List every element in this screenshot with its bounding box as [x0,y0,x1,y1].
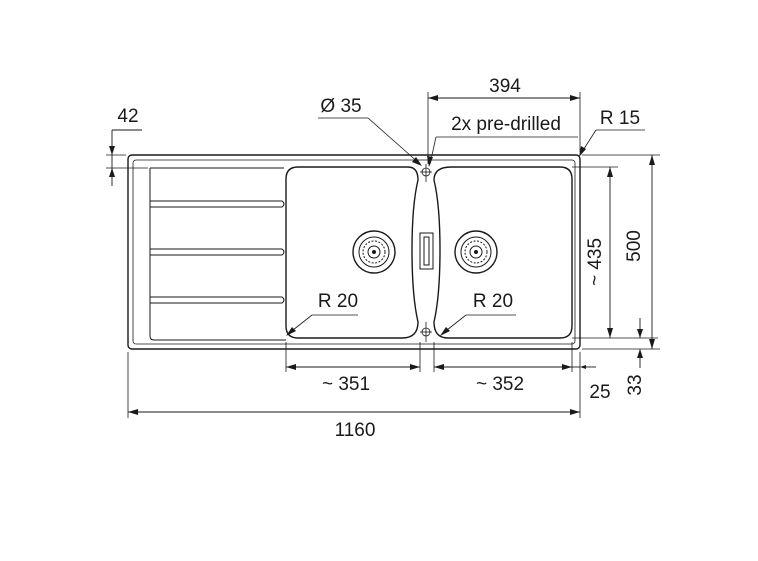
dim-435-label: ~ 435 [585,238,606,286]
dim-42-label: 42 [117,106,138,127]
bowl-r20-left-label: R 20 [318,291,358,312]
dim-352-label: ~ 352 [476,374,524,395]
dimension-overall-width: 1160 [128,409,580,441]
dim-351-label: ~ 351 [322,374,370,395]
dim-1160-label: 1160 [335,420,376,441]
left-drain-icon [352,230,396,274]
bowls [285,164,573,342]
callout-bowl-r20-right: R 20 [440,291,516,336]
callout-bowl-r20-left: R 20 [286,291,358,336]
sink-outer-rim [127,154,581,350]
dim-25-label: 25 [589,382,610,403]
callout-hole-diameter: Ø 35 [318,96,422,166]
overflow-outer [419,232,434,270]
left-bowl-outline [285,166,419,339]
hole-diameter-label: Ø 35 [320,96,361,117]
drainer-ribs [150,200,285,304]
callout-corner-r15: R 15 [579,108,645,157]
overflow-slot [419,232,434,270]
callout-pre-drilled: 2x pre-drilled [427,114,578,167]
dimension-351: ~ 351 [286,364,420,395]
right-bowl-outline [433,166,573,339]
drainer-rib [150,296,285,304]
dimension-33: 33 [625,318,646,396]
dimension-500: 500 [624,155,655,349]
pre-drilled-hole-bottom [420,322,432,342]
bowl-r20-right-label: R 20 [473,291,513,312]
drainer-outline [149,168,286,341]
dim-500-label: 500 [624,230,645,262]
dimension-25: 25 [572,365,611,403]
corner-r15-label: R 15 [600,108,640,129]
drainer-rib [150,200,285,208]
dimension-352: ~ 352 [434,364,572,395]
pre-drilled-label: 2x pre-drilled [451,114,561,135]
dimension-42: 42 [109,106,142,186]
right-drain-icon [454,230,498,274]
dimension-394: 394 [428,76,580,101]
pre-drilled-hole-top [420,164,432,182]
overflow-inner [423,236,430,266]
drainer-area [149,167,286,341]
sink-body [127,154,581,350]
dimension-435: ~ 435 [585,167,613,338]
drainer-rib [150,248,285,256]
dim-33-label: 33 [625,374,646,395]
sink-inner-rim [132,159,576,345]
dim-394-label: 394 [489,76,521,97]
